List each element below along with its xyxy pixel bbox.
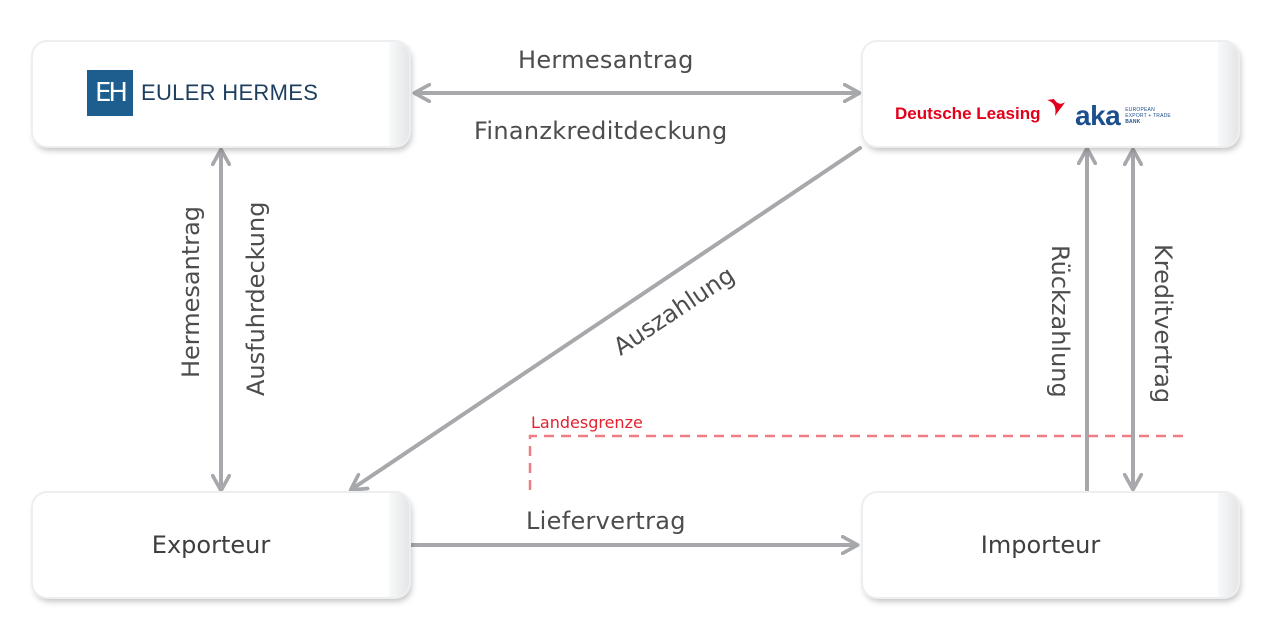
aka-sub-line-1: EUROPEAN (1125, 106, 1155, 113)
edge-label-hermesantrag-top: Hermesantrag (518, 46, 694, 74)
aka-wordmark: aka (1075, 100, 1121, 131)
edge-label-rueckzahlung: Rückzahlung (1046, 245, 1074, 398)
node-bank (863, 42, 1238, 146)
landesgrenze-label: Landesgrenze (531, 413, 643, 432)
aka-subtitle: EUROPEAN EXPORT + TRADE BANK (1125, 107, 1171, 126)
edge-label-hermesantrag-left: Hermesantrag (177, 205, 205, 378)
node-importeur: Importeur (863, 493, 1238, 597)
node-exporteur: Exporteur (33, 493, 409, 597)
edge-label-finanzkreditdeckung: Finanzkreditdeckung (474, 117, 728, 145)
deutsche-leasing-swoosh-icon (1046, 99, 1065, 116)
edge-label-ausfuhrdeckung: Ausfuhrdeckung (242, 201, 270, 396)
edge-label-liefervertrag: Liefervertrag (526, 507, 686, 535)
euler-hermes-logo: EH EULER HERMES (87, 70, 318, 116)
importeur-label: Importeur (980, 531, 1101, 559)
deutsche-leasing-wordmark: Deutsche Leasing (895, 104, 1041, 123)
landesgrenze-line (528, 434, 1190, 490)
aka-sub-line-2: EXPORT + TRADE (1125, 112, 1171, 119)
node-euler-hermes (33, 42, 409, 146)
arrow-bank-exporteur (352, 146, 862, 489)
deutsche-leasing-logo: Deutsche Leasing (895, 99, 1067, 124)
exporteur-label: Exporteur (151, 531, 271, 559)
edge-label-kreditvertrag: Kreditvertrag (1149, 244, 1177, 404)
euler-hermes-wordmark: EULER HERMES (141, 80, 319, 105)
euler-hermes-mark: EH (87, 70, 133, 116)
aka-sub-line-3: BANK (1125, 119, 1141, 126)
aka-logo: aka EUROPEAN EXPORT + TRADE BANK (1075, 100, 1171, 132)
